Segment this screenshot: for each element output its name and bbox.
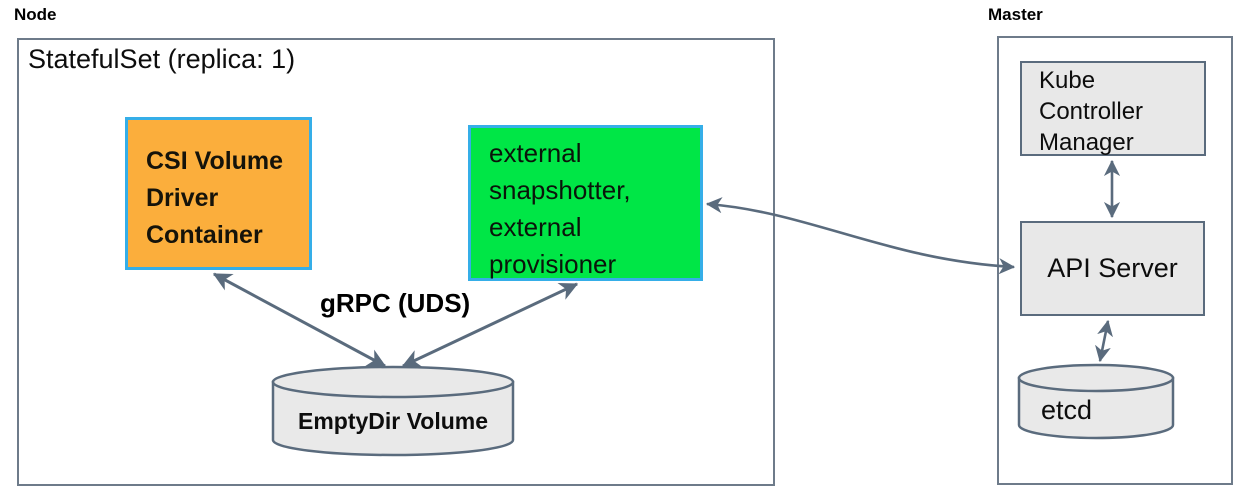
emptydir-volume-label: EmptyDir Volume [298,408,488,434]
statefulset-title: StatefulSet (replica: 1) [28,44,296,74]
kube-controller-manager-box: Kube Controller Manager [1020,61,1206,156]
etcd-label: etcd [1041,395,1093,425]
api-server-box: API Server [1020,221,1205,316]
master-section-label: Master [988,5,1043,24]
grpc-uds-label: gRPC (UDS) [320,288,471,318]
csi-volume-driver-container-box: CSI Volume Driver Container [125,117,312,270]
external-snapshotter-provisioner-box: external snapshotter, external provision… [468,125,703,281]
node-section-label: Node [14,5,57,24]
api-server-label: API Server [1047,253,1178,283]
